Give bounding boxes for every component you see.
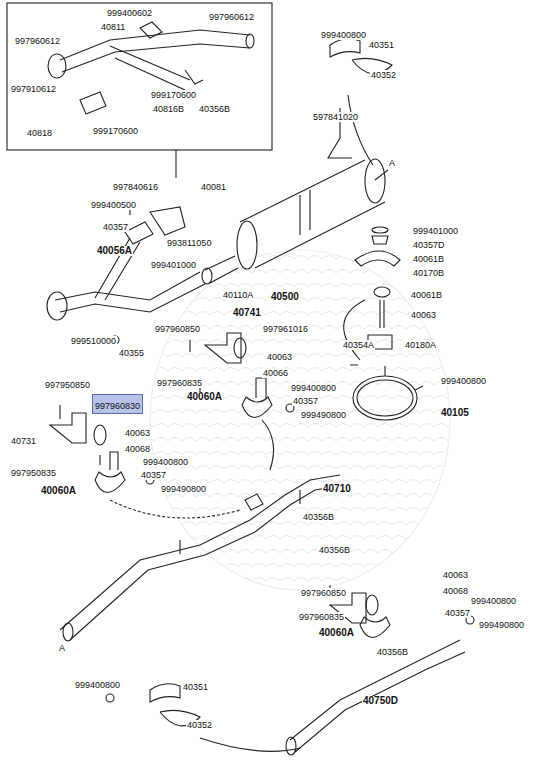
callout-number: 999490800 bbox=[300, 410, 347, 420]
callout-number: 40060A bbox=[318, 628, 355, 638]
callout-number: 999170600 bbox=[150, 90, 197, 100]
callout-number: 40060A bbox=[40, 486, 77, 496]
callout-number: 997960835 bbox=[298, 612, 345, 622]
callout-number: 40356B bbox=[376, 647, 409, 657]
part-number: 997960830 bbox=[95, 401, 140, 411]
callout-number: 40063 bbox=[442, 570, 469, 580]
callout-number: 999400500 bbox=[90, 200, 137, 210]
callout-number: 997950835 bbox=[10, 468, 57, 478]
callout-number: 999401000 bbox=[150, 260, 197, 270]
callout-number: 997960850 bbox=[300, 588, 347, 598]
callout-number: 40816B bbox=[152, 104, 185, 114]
callout-number: 997960612 bbox=[208, 12, 255, 22]
callout-number: 40081 bbox=[200, 182, 227, 192]
callout-number: 40351 bbox=[182, 682, 209, 692]
callout-number: 40056A bbox=[96, 246, 133, 256]
callout-number: 40357 bbox=[140, 470, 167, 480]
highlighted-part-number: 997960830 bbox=[92, 394, 143, 414]
callout-number: 40063 bbox=[124, 428, 151, 438]
callout-number: 40357 bbox=[102, 222, 129, 232]
callout-number: 40352 bbox=[186, 720, 213, 730]
callout-number: 999400800 bbox=[320, 30, 367, 40]
callout-number: 40351 bbox=[368, 40, 395, 50]
callout-number: 40710 bbox=[322, 484, 352, 494]
callout-number: 40061B bbox=[412, 254, 445, 264]
callout-number: 40066 bbox=[262, 368, 289, 378]
callout-number: 40110A bbox=[222, 290, 254, 300]
callout-number: 40355 bbox=[118, 348, 145, 358]
callout-number: 40060A bbox=[186, 392, 223, 402]
callout-number: 40063 bbox=[410, 310, 437, 320]
callout-number: 40170B bbox=[412, 268, 445, 278]
callout-number: 999400602 bbox=[106, 8, 153, 18]
callout-number: 997960835 bbox=[156, 378, 203, 388]
callout-number: 40354A bbox=[342, 340, 375, 350]
callout-number: 40750D bbox=[362, 696, 399, 706]
callout-number: 999170600 bbox=[92, 126, 139, 136]
callout-number: 999400800 bbox=[440, 376, 487, 386]
callout-number: 40061B bbox=[410, 290, 443, 300]
callout-number: 997840616 bbox=[112, 182, 159, 192]
callout-number: 40063 bbox=[266, 352, 293, 362]
callout-number: 999490800 bbox=[478, 620, 525, 630]
callout-number: 999510000 bbox=[70, 336, 117, 346]
callout-number: 40068 bbox=[442, 586, 469, 596]
connection-mark: A bbox=[388, 158, 396, 168]
callout-number: 40068 bbox=[124, 444, 151, 454]
callout-number: 999400800 bbox=[74, 680, 121, 690]
callout-number: 40811 bbox=[100, 22, 126, 32]
callout-number: 999400800 bbox=[142, 457, 189, 467]
callout-number: 997960612 bbox=[14, 36, 61, 46]
callout-number: 997960850 bbox=[154, 324, 201, 334]
callout-number: 999400800 bbox=[470, 596, 517, 606]
callout-number: 40105 bbox=[440, 408, 470, 418]
callout-number: 40356B bbox=[302, 512, 335, 522]
callout-number: 40357 bbox=[292, 396, 319, 406]
callout-number: 40356B bbox=[318, 545, 351, 555]
callout-number: 993811050 bbox=[166, 238, 212, 248]
callout-number: 40500 bbox=[270, 292, 300, 302]
callout-number: 597841020 bbox=[312, 112, 359, 122]
callout-number: 997910612 bbox=[10, 84, 57, 94]
callout-number: 997961016 bbox=[262, 324, 309, 334]
callout-number: 40356B bbox=[198, 104, 231, 114]
callout-number: 40357D bbox=[412, 240, 446, 250]
connection-mark: A bbox=[58, 643, 66, 653]
callout-number: 40352 bbox=[370, 70, 397, 80]
callout-number: 40741 bbox=[232, 308, 262, 318]
callout-number: 40731 bbox=[10, 436, 37, 446]
callout-number: 999401000 bbox=[412, 226, 459, 236]
callout-number: 999490800 bbox=[160, 484, 207, 494]
callout-number: 40180A bbox=[404, 340, 437, 350]
callout-number: 40818 bbox=[26, 128, 53, 138]
callout-number: 999400800 bbox=[290, 383, 337, 393]
callout-number: 997950850 bbox=[44, 380, 91, 390]
callout-number: 40357 bbox=[444, 608, 471, 618]
